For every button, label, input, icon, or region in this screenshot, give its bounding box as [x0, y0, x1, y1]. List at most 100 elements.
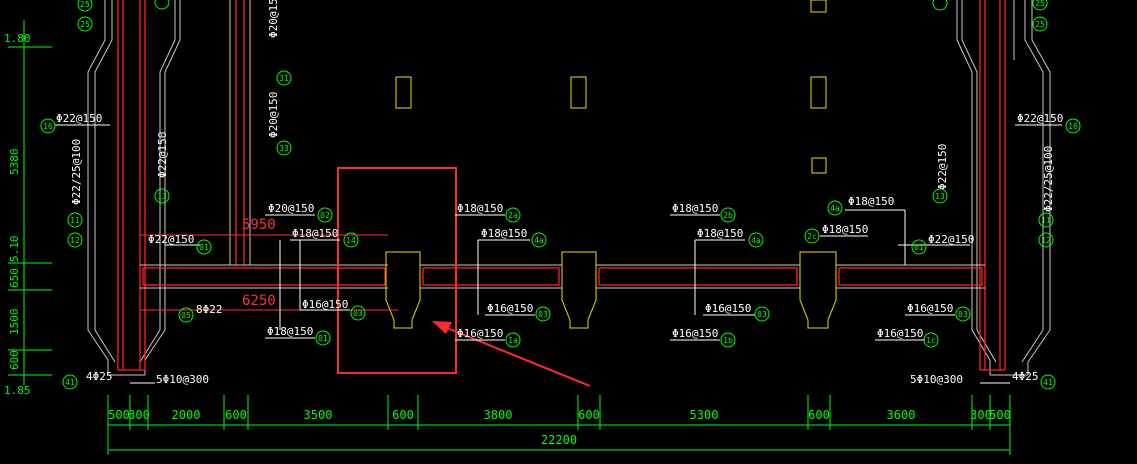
callout-2b: 2b: [723, 211, 733, 220]
elev-mark-1500: 1500: [8, 309, 21, 336]
callout-12-right: 12: [1041, 236, 1051, 245]
callout-03-c: 03: [757, 310, 767, 319]
elev-mark-top: 1.80: [4, 32, 31, 45]
label-22-150-vert-left: Φ22@150: [156, 132, 169, 178]
label-16-150-d: Φ16@150: [705, 302, 751, 315]
callout-01-top-right: 01: [914, 243, 924, 252]
label-16-150-f: Φ16@150: [907, 302, 953, 315]
callout-16-left: 16: [43, 122, 53, 131]
label-18-150-c: Φ18@150: [481, 227, 527, 240]
callout-14: 14: [346, 236, 356, 245]
bottom-dimension-label: 500: [989, 408, 1011, 422]
label-18-150-d: Φ18@150: [672, 202, 718, 215]
callout-25-c: 25: [1035, 0, 1045, 8]
label-18-150-f: Φ18@150: [848, 195, 894, 208]
callout-13-left: 13: [157, 192, 167, 201]
bottom-dimension-label: 500: [108, 408, 130, 422]
label-22-150-left: Φ22@150: [56, 112, 102, 125]
callout-1a: 1a: [508, 336, 518, 345]
highlight-box: [337, 167, 457, 374]
callout-03-mid: 03: [353, 309, 363, 318]
callout-11-right: 11: [1041, 216, 1051, 225]
callout-4a-left: 4a: [534, 236, 544, 245]
bottom-dimension-label: 600: [808, 408, 830, 422]
callout-03-d: 03: [958, 310, 968, 319]
label-20-150-a: Φ20@150: [267, 0, 280, 38]
label-16-150-a: Φ16@150: [302, 298, 348, 311]
callout-2a: 2a: [508, 211, 518, 220]
callout-41-left: 41: [65, 378, 75, 387]
total-dimension: 22200: [541, 433, 577, 447]
label-4-25-left: 4Φ25: [86, 370, 113, 383]
elev-mark-650: 650: [8, 268, 21, 288]
bottom-dimension-label: 600: [225, 408, 247, 422]
dim-5950: 5950: [242, 217, 276, 233]
bottom-dimension-label: 3500: [304, 408, 333, 422]
label-22-150-right: Φ22@150: [1017, 112, 1063, 125]
label-5-10-300-right: 5Φ10@300: [910, 373, 963, 386]
callout-02: 02: [320, 211, 330, 220]
label-18-150-e: Φ18@150: [697, 227, 743, 240]
callout-4a-right: 4a: [830, 204, 840, 213]
callout-11-left: 11: [70, 216, 80, 225]
bottom-dimension-label: 5300: [690, 408, 719, 422]
beams: [385, 0, 837, 329]
elev-mark-5380: 5380: [8, 149, 21, 176]
elev-mark-510: 5.10: [8, 236, 21, 263]
callout-31: 31: [279, 74, 289, 83]
label-22-150-slab-left: Φ22@150: [148, 233, 194, 246]
right-wall: [956, 0, 1051, 376]
bottom-dimension-label: 300: [128, 408, 150, 422]
label-5-10-300-left: 5Φ10@300: [156, 373, 209, 386]
callout-25-d: 25: [1035, 20, 1045, 29]
slab-rebar: [142, 267, 983, 286]
label-16-150-b: Φ16@150: [487, 302, 533, 315]
callout-16-right: 16: [1068, 122, 1078, 131]
dim-6250: 6250: [242, 293, 276, 309]
label-18-150-g: Φ18@150: [822, 223, 868, 236]
callout-13-right: 13: [935, 192, 945, 201]
bottom-dimension-label: 3800: [484, 408, 513, 422]
label-4-25-right: 4Φ25: [1012, 370, 1039, 383]
bottom-dimension-label: 300: [970, 408, 992, 422]
label-22-150-slab-right: Φ22@150: [928, 233, 974, 246]
label-20-150-c: Φ20@150: [268, 202, 314, 215]
label-16-150-e: Φ16@150: [672, 327, 718, 340]
label-16-150-g: Φ16@150: [877, 327, 923, 340]
callout-circles: [40, 0, 1081, 390]
bottom-slab: [140, 264, 985, 289]
callout-12-left: 12: [70, 236, 80, 245]
bottom-dimension-label: 3600: [887, 408, 916, 422]
left-elevation-dims: [8, 20, 52, 385]
label-20-150-b: Φ20@150: [267, 92, 280, 138]
callout-41-right: 41: [1043, 378, 1053, 387]
label-18-150-h: Φ18@150: [267, 325, 313, 338]
callout-03-b: 03: [538, 310, 548, 319]
label-22-25-100-right: Φ22/25@100: [1042, 146, 1055, 212]
label-18-150-a: Φ18@150: [292, 227, 338, 240]
callout-1b: 1b: [723, 336, 733, 345]
label-18-150-b: Φ18@150: [457, 202, 503, 215]
label-22-150-vert-right: Φ22@150: [936, 144, 949, 190]
bottom-dimension-label: 600: [392, 408, 414, 422]
callout-05: 05: [181, 311, 191, 320]
left-wall-rebar: [117, 0, 245, 371]
callout-1c: 1c: [926, 336, 936, 345]
label-22-25-100-left: Φ22/25@100: [70, 139, 83, 205]
label-8-22: 8Φ22: [196, 303, 223, 316]
callout-25-b: 25: [80, 20, 90, 29]
annotation-arrow: [432, 321, 591, 387]
bottom-dimension-label: 2000: [172, 408, 201, 422]
leader-lines: [55, 124, 1062, 384]
callout-25-a: 25: [80, 0, 90, 9]
bottom-dimension-label: 600: [578, 408, 600, 422]
callout-33: 33: [279, 144, 289, 153]
callout-2c: 2c: [807, 232, 817, 241]
right-wall-rebar: [979, 0, 1006, 371]
bottom-dimension-ticks: [107, 395, 1011, 430]
callout-01-top-left: 01: [199, 243, 209, 252]
callout-01-bot: 01: [318, 334, 328, 343]
label-16-150-c: Φ16@150: [457, 327, 503, 340]
elev-mark-bottom: 1.85: [4, 384, 31, 397]
